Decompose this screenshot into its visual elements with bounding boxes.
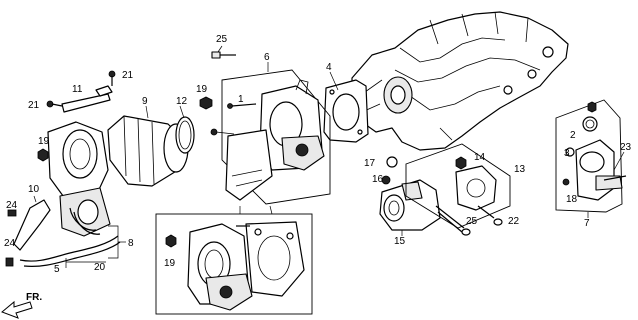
screw bbox=[227, 103, 257, 109]
o-ring bbox=[381, 156, 398, 185]
callout-2: 2 bbox=[570, 130, 576, 141]
callout-5: 5 bbox=[54, 264, 60, 275]
callout-14: 14 bbox=[474, 152, 486, 163]
callout-10: 10 bbox=[28, 184, 40, 195]
front-arrow: FR. bbox=[1, 292, 42, 319]
callout-15: 15 bbox=[394, 236, 406, 247]
callout-7: 7 bbox=[584, 218, 590, 229]
callout-1: 1 bbox=[238, 94, 244, 105]
throttle-body-box bbox=[210, 62, 331, 215]
callout-24-a: 24 bbox=[6, 200, 18, 211]
valve-box bbox=[405, 143, 511, 229]
breather-hose bbox=[19, 207, 121, 267]
callout-13: 13 bbox=[514, 164, 526, 175]
callout-25-a: 25 bbox=[216, 34, 228, 45]
callout-11: 11 bbox=[72, 84, 83, 95]
iac-valve bbox=[379, 179, 441, 236]
callout-20: 20 bbox=[94, 262, 106, 273]
fast-idle-box bbox=[555, 99, 627, 218]
callout-21-a: 21 bbox=[122, 70, 134, 81]
throttle-body-left bbox=[47, 121, 111, 237]
callout-3: 3 bbox=[564, 148, 570, 159]
callout-8: 8 bbox=[128, 238, 134, 249]
intake-manifold bbox=[351, 11, 569, 151]
callout-12: 12 bbox=[176, 96, 188, 107]
intake-duct bbox=[107, 105, 189, 187]
callout-21-b: 21 bbox=[28, 100, 40, 111]
gasket bbox=[323, 71, 369, 143]
callout-9: 9 bbox=[142, 96, 148, 107]
callout-16: 16 bbox=[372, 174, 384, 185]
nut bbox=[37, 148, 49, 162]
bolt bbox=[211, 45, 236, 59]
callout-25-b: 25 bbox=[466, 216, 478, 227]
callout-18: 18 bbox=[566, 194, 578, 205]
inset-view bbox=[155, 213, 313, 315]
callout-24-b: 24 bbox=[4, 238, 16, 249]
bracket bbox=[46, 70, 116, 113]
nut bbox=[199, 96, 213, 110]
callout-19-a: 19 bbox=[196, 84, 208, 95]
callout-19-c: 19 bbox=[164, 258, 176, 269]
callout-23: 23 bbox=[620, 142, 632, 153]
throttle-bracket bbox=[5, 195, 51, 267]
callout-4: 4 bbox=[326, 62, 332, 73]
callout-17: 17 bbox=[364, 158, 376, 169]
hose-clamp bbox=[175, 105, 195, 154]
leader-group-8 bbox=[65, 225, 126, 268]
hose-22 bbox=[477, 205, 503, 226]
callout-19-b: 19 bbox=[38, 136, 50, 147]
callout-22: 22 bbox=[508, 216, 520, 227]
front-label: FR. bbox=[26, 292, 42, 303]
callout-6: 6 bbox=[264, 52, 270, 63]
iac-hose bbox=[435, 205, 471, 236]
